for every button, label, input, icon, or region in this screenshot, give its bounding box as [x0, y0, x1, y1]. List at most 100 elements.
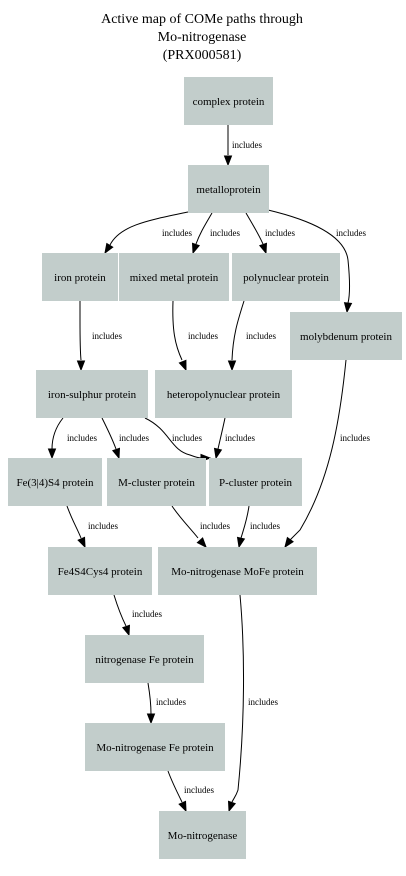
edge-label: includes: [340, 433, 370, 443]
arrowhead-icon: [121, 624, 131, 637]
edge-line: [109, 211, 189, 246]
arrowhead-icon: [284, 536, 294, 549]
edge-fe4s4cys4-to-nitfe: includes: [113, 594, 162, 637]
title-line-1: Active map of COMe paths through: [101, 12, 303, 27]
node-box[interactable]: [158, 547, 317, 595]
node-label: nitrogenase Fe protein: [95, 654, 194, 666]
node-monit[interactable]: Mo-nitrogenase: [159, 811, 246, 859]
arrowhead-icon: [146, 713, 156, 725]
node-ironsulphur[interactable]: iron-sulphur protein: [36, 370, 148, 418]
node-heteropoly[interactable]: heteropolynuclear protein: [155, 370, 292, 418]
node-label: polynuclear protein: [243, 272, 329, 284]
node-box[interactable]: [48, 547, 152, 595]
edge-metallo-to-polynuclear: includes: [245, 212, 295, 255]
edge-line: [217, 417, 226, 450]
edge-label: includes: [248, 697, 278, 707]
node-monitfe[interactable]: Mo-nitrogenase Fe protein: [85, 723, 225, 771]
edge-ironsulphur-to-pcluster: includes: [144, 417, 212, 463]
edge-label: includes: [156, 697, 186, 707]
node-box[interactable]: [188, 165, 269, 213]
node-box[interactable]: [107, 458, 206, 506]
arrowhead-icon: [76, 360, 86, 372]
edge-label: includes: [92, 331, 122, 341]
node-box[interactable]: [290, 312, 402, 360]
edge-line: [144, 417, 202, 459]
arrowhead-icon: [227, 360, 237, 372]
edge-metallo-to-molybdenum: includes: [267, 209, 366, 314]
node-label: Mo-nitrogenase Fe protein: [96, 742, 214, 754]
node-label: iron protein: [54, 272, 106, 284]
edge-line: [51, 417, 64, 450]
node-label: molybdenum protein: [300, 331, 392, 343]
node-box[interactable]: [119, 253, 229, 301]
edge-label: includes: [188, 331, 218, 341]
node-label: Mo-nitrogenase: [168, 830, 238, 842]
arrowhead-icon: [258, 242, 268, 255]
edge-line: [171, 505, 199, 539]
edge-label: includes: [132, 609, 162, 619]
edge-line: [267, 209, 350, 304]
node-pcluster[interactable]: P-cluster protein: [209, 458, 302, 506]
edge-label: includes: [200, 521, 230, 531]
node-mixed[interactable]: mixed metal protein: [119, 253, 229, 301]
node-box[interactable]: [232, 253, 340, 301]
node-nitfe[interactable]: nitrogenase Fe protein: [85, 635, 204, 683]
edge-line: [231, 594, 245, 803]
node-box[interactable]: [36, 370, 148, 418]
edge-ironsulphur-to-mcluster: includes: [101, 417, 149, 460]
arrowhead-icon: [223, 155, 233, 167]
arrowhead-icon: [178, 800, 187, 813]
node-label: M-cluster protein: [118, 477, 195, 489]
edge-label: includes: [119, 433, 149, 443]
edge-line: [113, 594, 127, 627]
arrowhead-icon: [196, 537, 207, 549]
edge-mcluster-to-mofe: includes: [171, 505, 230, 549]
node-box[interactable]: [209, 458, 302, 506]
edge-label: includes: [172, 433, 202, 443]
nodes-layer: complex protein metalloprotein iron protei…: [8, 77, 402, 859]
edge-metallo-to-iron: includes: [104, 211, 192, 255]
edge-polynuclear-to-heteropoly: includes: [227, 300, 276, 372]
node-iron[interactable]: iron protein: [42, 253, 118, 301]
node-molybdenum[interactable]: molybdenum protein: [290, 312, 402, 360]
node-metallo[interactable]: metalloprotein: [188, 165, 269, 213]
edge-label: includes: [246, 331, 276, 341]
edge-label: includes: [225, 433, 255, 443]
edge-label: includes: [265, 228, 295, 238]
node-box[interactable]: [155, 370, 292, 418]
edge-label: includes: [88, 521, 118, 531]
node-box[interactable]: [85, 723, 225, 771]
edge-pcluster-to-mofe: includes: [236, 505, 280, 549]
edge-line: [79, 301, 82, 361]
arrowhead-icon: [236, 536, 246, 549]
node-label: Mo-nitrogenase MoFe protein: [171, 566, 304, 578]
edge-mofe-to-monit: includes: [227, 594, 278, 813]
edge-nitfe-to-monitfe: includes: [146, 682, 186, 725]
node-box[interactable]: [85, 635, 204, 683]
node-box[interactable]: [42, 253, 118, 301]
edge-heteropoly-to-pcluster: includes: [213, 417, 255, 460]
edge-line: [167, 770, 183, 803]
node-fe34s4[interactable]: Fe(3|4)S4 protein: [8, 458, 102, 506]
node-complex[interactable]: complex protein: [184, 77, 273, 125]
edge-label: includes: [250, 521, 280, 531]
node-label: metalloprotein: [196, 184, 261, 196]
edge-ironsulphur-to-fe34s4: includes: [47, 417, 97, 460]
node-box[interactable]: [159, 811, 246, 859]
edge-label: includes: [162, 228, 192, 238]
diagram-title: Active map of COMe paths through Mo-nitr…: [101, 12, 303, 63]
arrowhead-icon: [104, 242, 114, 255]
edge-line: [101, 417, 117, 450]
node-mofe[interactable]: Mo-nitrogenase MoFe protein: [158, 547, 317, 595]
edge-label: includes: [67, 433, 97, 443]
edge-line: [289, 359, 347, 541]
node-fe4s4cys4[interactable]: Fe4S4Cys4 protein: [48, 547, 152, 595]
node-box[interactable]: [184, 77, 273, 125]
node-label: complex protein: [193, 96, 265, 108]
node-box[interactable]: [8, 458, 102, 506]
node-label: mixed metal protein: [130, 272, 219, 284]
node-polynuclear[interactable]: polynuclear protein: [232, 253, 340, 301]
node-mcluster[interactable]: M-cluster protein: [107, 458, 206, 506]
